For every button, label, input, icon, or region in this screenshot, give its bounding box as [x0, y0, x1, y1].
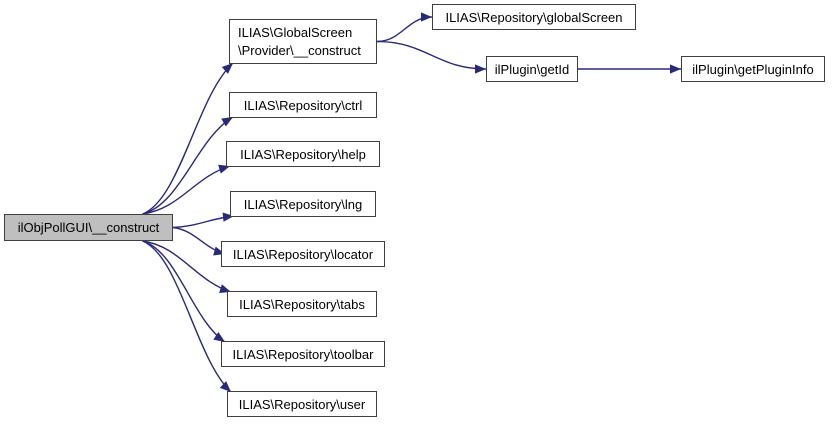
- graph-node-repository_tabs[interactable]: ILIAS\Repository\tabs: [227, 291, 377, 317]
- edge-root-to-globalscreen_provider_construct: [142, 62, 234, 215]
- edge-arrowhead-ilplugin_getid-to-ilplugin_getplugininfo: [670, 64, 681, 74]
- graph-node-ilplugin_getplugininfo[interactable]: ilPlugin\getPluginInfo: [681, 56, 825, 82]
- edge-root-to-repository_tabs: [142, 240, 232, 293]
- edge-root-to-repository_ctrl: [142, 116, 234, 215]
- graph-node-repository_toolbar[interactable]: ILIAS\Repository\toolbar: [221, 341, 385, 367]
- edge-arrowhead-globalscreen_provider_construct-to-repository_globalscreen: [421, 12, 432, 22]
- graph-node-repository_locator[interactable]: ILIAS\Repository\locator: [221, 241, 385, 267]
- graph-node-label: ILIAS\Repository\tabs: [239, 296, 365, 312]
- edge-root-to-repository_lng: [172, 215, 235, 229]
- graph-node-repository_ctrl[interactable]: ILIAS\Repository\ctrl: [229, 92, 377, 118]
- edge-root-to-repository_locator: [172, 226, 226, 255]
- graph-node-label: ILIAS\Repository\toolbar: [232, 346, 374, 362]
- edge-arrowhead-globalscreen_provider_construct-to-ilplugin_getid: [475, 64, 486, 74]
- graph-node-ilplugin_getid[interactable]: ilPlugin\getId: [486, 56, 578, 82]
- graph-node-repository_help[interactable]: ILIAS\Repository\help: [226, 141, 380, 167]
- graph-node-label: ilObjPollGUI\__construct: [17, 220, 160, 235]
- graph-node-label: ilPlugin\getPluginInfo: [692, 61, 814, 77]
- graph-node-label: ILIAS\Repository\ctrl: [243, 97, 363, 113]
- graph-node-label: ilPlugin\getId: [494, 61, 570, 77]
- edge-arrowhead-root-to-globalscreen_provider_construct: [221, 63, 233, 74]
- edge-root-to-repository_user: [142, 240, 232, 393]
- graph-node-label: ILIAS\Repository\user: [238, 396, 366, 412]
- edge-globalscreen_provider_construct-to-ilplugin_getid: [376, 40, 487, 70]
- graph-node-repository_lng[interactable]: ILIAS\Repository\lng: [230, 191, 376, 217]
- graph-node-label-line: \Provider\__construct: [238, 43, 361, 58]
- edge-root-to-repository_toolbar: [142, 240, 226, 343]
- graph-node-globalscreen_provider_construct[interactable]: ILIAS\GlobalScreen \Provider\__construct: [229, 19, 377, 64]
- graph-node-label: ILIAS\Repository\locator: [232, 246, 374, 262]
- graph-node-label: ILIAS\Repository\help: [240, 146, 366, 162]
- graph-node-label-line: ILIAS\GlobalScreen: [238, 25, 353, 40]
- graph-node-label: ILIAS\Repository\globalScreen: [445, 9, 623, 25]
- edge-root-to-repository_help: [142, 165, 231, 215]
- edge-globalscreen_provider_construct-to-repository_globalscreen: [376, 16, 433, 43]
- graph-node-repository_user[interactable]: ILIAS\Repository\user: [227, 391, 377, 417]
- graph-node-repository_globalscreen[interactable]: ILIAS\Repository\globalScreen: [432, 4, 636, 30]
- graph-node-label: ILIAS\Repository\lng: [243, 196, 363, 212]
- edge-arrowhead-root-to-repository_ctrl: [221, 117, 233, 127]
- graph-node-root[interactable]: ilObjPollGUI\__construct: [4, 214, 173, 241]
